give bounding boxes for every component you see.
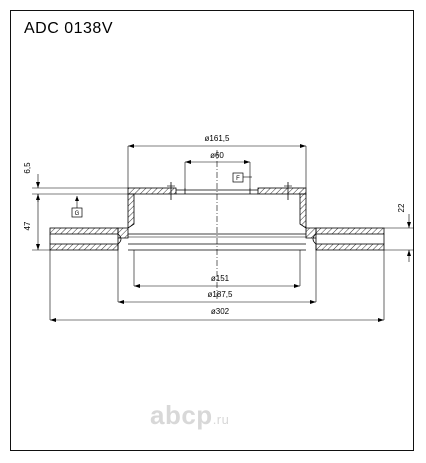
drawing-frame bbox=[10, 10, 414, 451]
dimension-h6-5: 6,5 bbox=[23, 162, 128, 202]
datum-f-label: F bbox=[236, 176, 240, 182]
label-d302: ø302 bbox=[211, 307, 230, 316]
label-d151: ø151 bbox=[211, 274, 230, 283]
hat-wall-section bbox=[117, 193, 317, 239]
label-d161-5: ø161,5 bbox=[205, 134, 230, 143]
datum-g: G bbox=[71, 196, 83, 218]
bolt-hole-markers bbox=[167, 182, 292, 200]
dimension-d187-5: ø187,5 bbox=[117, 250, 317, 304]
dimension-h22: 22 bbox=[384, 203, 414, 262]
part-code-title: ADC 0138V bbox=[24, 20, 113, 37]
label-h22: 22 bbox=[397, 203, 406, 212]
watermark-brand: abcp bbox=[150, 400, 213, 430]
datum-f: F bbox=[232, 172, 252, 183]
dimension-d60: ø60 bbox=[184, 151, 251, 188]
label-h6-5: 6,5 bbox=[23, 162, 32, 174]
label-h47: 47 bbox=[23, 221, 32, 230]
dimension-d161-5: ø161,5 bbox=[127, 134, 307, 188]
abcp-watermark-logo: abcp.ru bbox=[150, 400, 229, 431]
watermark-suffix: .ru bbox=[212, 412, 230, 427]
dimension-h47: 47 bbox=[23, 194, 50, 251]
label-d60: ø60 bbox=[210, 151, 224, 160]
hub-flange-section bbox=[127, 187, 307, 195]
dimension-d302: ø302 bbox=[49, 250, 385, 322]
friction-ring-section bbox=[49, 227, 385, 251]
label-d187-5: ø187,5 bbox=[208, 290, 233, 299]
dimension-d151: ø151 bbox=[133, 250, 301, 288]
datum-g-label: G bbox=[75, 211, 80, 217]
